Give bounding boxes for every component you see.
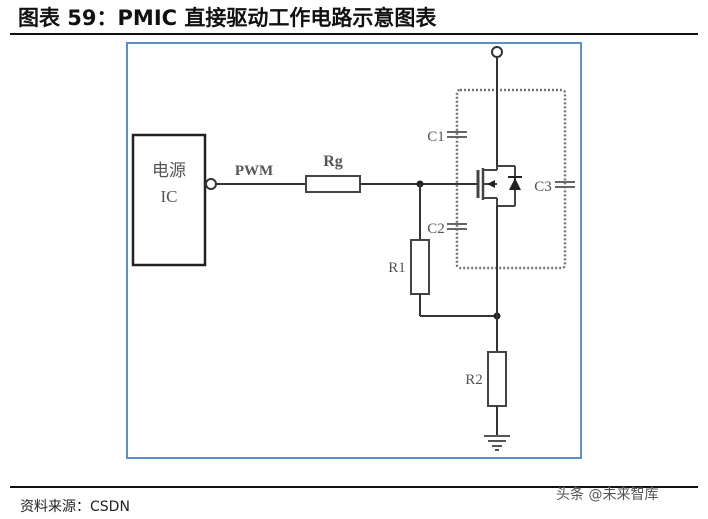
capacitor-c2	[447, 223, 467, 230]
footer-divider	[10, 486, 698, 488]
c2-label: C2	[427, 221, 445, 237]
ground-icon	[484, 435, 510, 451]
mosfet-symbol	[476, 165, 522, 207]
source-note: 资料来源：CSDN	[20, 499, 130, 515]
capacitor-c3	[555, 181, 575, 188]
c3-label: C3	[534, 179, 552, 195]
figure-title: 图表 59：PMIC 直接驱动工作电路示意图表	[18, 6, 437, 30]
resistor-r2	[487, 351, 507, 407]
power-ic-label-line1: 电源	[152, 161, 186, 180]
pwm-label: PWM	[235, 163, 273, 179]
r2-label: R2	[465, 372, 483, 388]
r1-label: R1	[388, 260, 406, 276]
gate-resistor-rg	[305, 175, 361, 193]
rg-label: Rg	[323, 153, 343, 170]
power-ic-label-line2: IC	[161, 187, 178, 206]
title-divider	[10, 33, 698, 35]
parasitic-capacitance-box	[455, 88, 567, 270]
resistor-r1	[410, 239, 430, 295]
drain-terminal	[491, 46, 503, 58]
watermark: 头条 @未来智库	[556, 487, 659, 503]
power-ic-block	[131, 133, 207, 267]
c1-label: C1	[427, 129, 445, 145]
body-diode-icon	[509, 178, 521, 190]
pwm-output-terminal	[205, 178, 217, 190]
capacitor-c1	[447, 131, 467, 138]
